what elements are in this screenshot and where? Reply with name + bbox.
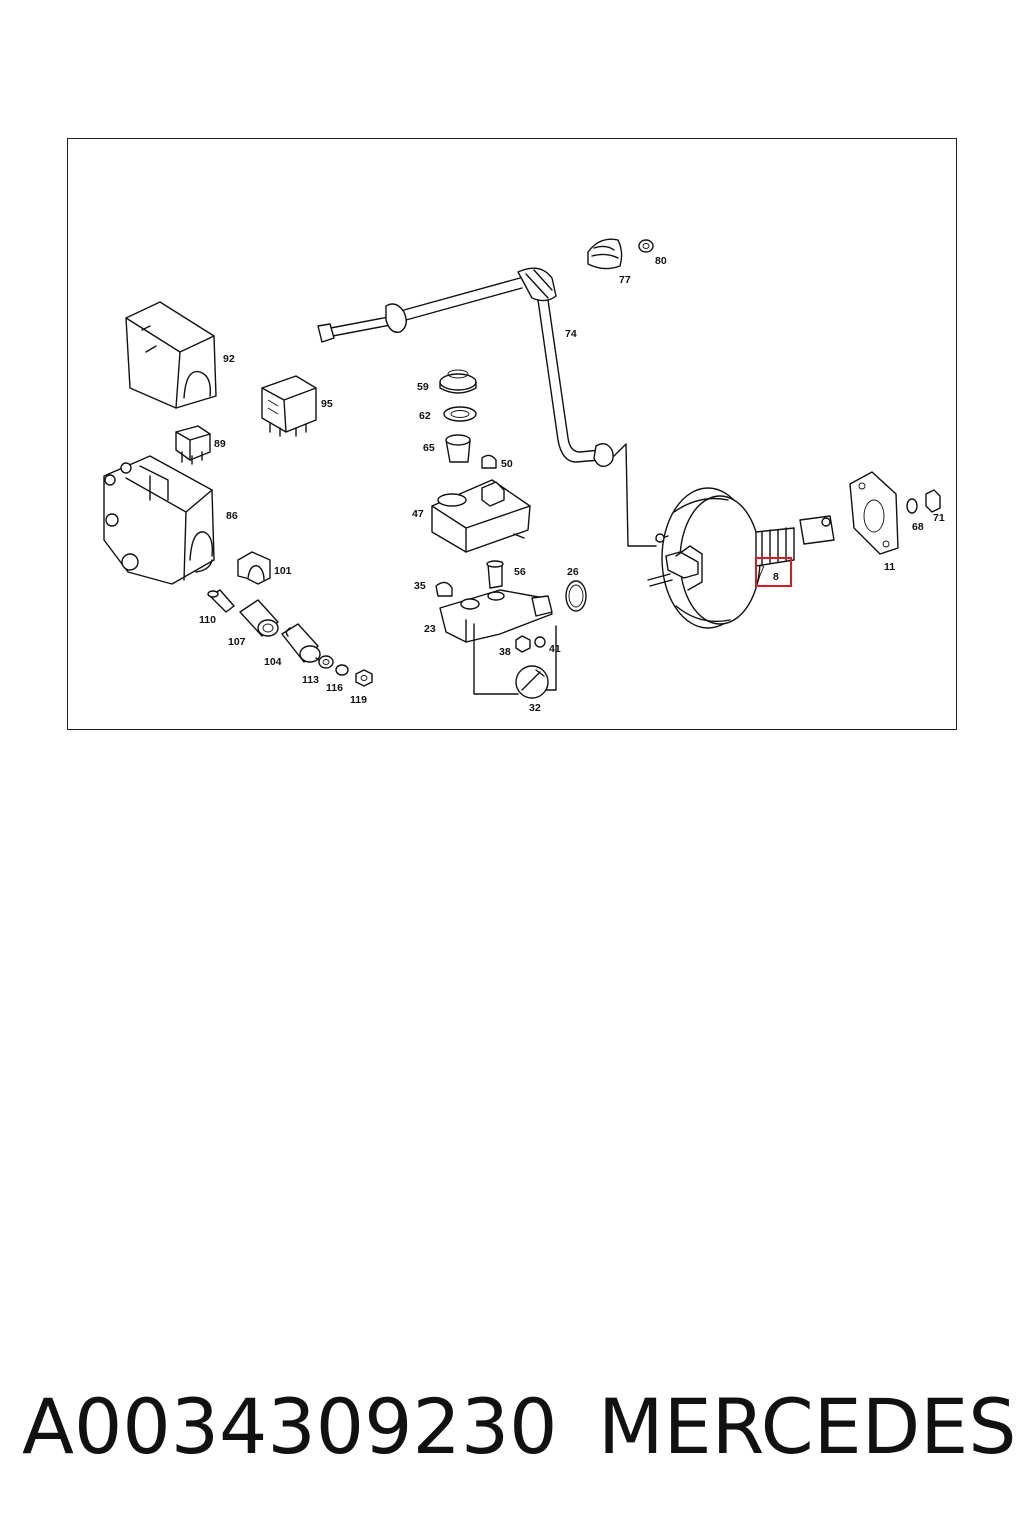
part-47-reservoir [431, 479, 531, 553]
part-11-gasket [849, 471, 899, 555]
callout-80: 80 [655, 255, 667, 267]
part-86-hydraulic-unit [103, 455, 215, 585]
part-number: A0034309230 [22, 1382, 558, 1471]
part-89-relay [175, 425, 211, 465]
callout-92: 92 [223, 353, 235, 365]
callout-113: 113 [302, 674, 319, 686]
part-38-nut [515, 635, 531, 653]
callout-68: 68 [912, 521, 924, 533]
part-26-o-ring [565, 580, 587, 612]
callout-65: 65 [423, 442, 435, 454]
part-107-sleeve [239, 599, 279, 637]
callout-95: 95 [321, 398, 333, 410]
callout-59: 59 [417, 381, 429, 393]
part-74-vacuum-line [317, 267, 657, 547]
callout-101: 101 [274, 565, 292, 577]
callout-26: 26 [567, 566, 579, 578]
part-95-relay [261, 375, 317, 437]
part-41-washer [534, 636, 546, 648]
callout-41: 41 [549, 643, 561, 655]
callout-23: 23 [424, 623, 436, 635]
brake-booster-assembly [647, 487, 835, 629]
callout-50: 50 [501, 458, 513, 470]
callout-32: 32 [529, 702, 541, 714]
part-62-seal [443, 406, 477, 422]
highlight-box-8 [755, 557, 792, 587]
part-65-strainer [445, 434, 471, 463]
callout-77: 77 [619, 274, 631, 286]
callout-119: 119 [350, 694, 367, 706]
part-77-grommet [587, 238, 623, 270]
part-32-repair-kit-bracket [473, 623, 557, 699]
callout-11: 11 [884, 561, 895, 573]
part-80-washer [638, 239, 654, 253]
part-59-cap [439, 369, 477, 394]
part-71-nut [925, 489, 941, 513]
part-68-washer [906, 498, 918, 514]
callout-74: 74 [565, 328, 577, 340]
callout-86: 86 [226, 510, 238, 522]
part-110-stud [207, 589, 235, 613]
callout-56: 56 [514, 566, 526, 578]
parts-diagram-frame [67, 138, 957, 730]
callout-110: 110 [199, 614, 216, 626]
callout-62: 62 [419, 410, 431, 422]
callout-38: 38 [499, 646, 511, 658]
parts-diagram: 92 95 89 86 101 110 107 104 113 116 119 … [103, 238, 945, 714]
callout-8: 8 [773, 571, 779, 583]
callout-116: 116 [326, 682, 343, 694]
caption: A0034309230 MERCEDES [0, 1372, 1024, 1482]
part-113-washer [318, 655, 334, 669]
part-101-bracket [237, 551, 271, 585]
callout-89: 89 [214, 438, 226, 450]
part-23-master-cylinder [439, 589, 553, 643]
callout-47: 47 [412, 508, 424, 520]
part-92-cover [125, 301, 217, 409]
callout-104: 104 [264, 656, 282, 668]
part-119-nut [355, 669, 373, 687]
callout-107: 107 [228, 636, 246, 648]
callout-labels: 92 95 89 86 101 110 107 104 113 116 119 … [199, 255, 945, 714]
brand-name: MERCEDES [598, 1382, 1017, 1471]
part-50-plug [481, 454, 497, 469]
callout-35: 35 [414, 580, 426, 592]
part-35-plug [435, 581, 453, 597]
callout-71: 71 [933, 512, 945, 524]
part-104-mount [281, 623, 325, 665]
part-56-plug [486, 560, 504, 589]
part-116-lock-washer [335, 664, 349, 676]
